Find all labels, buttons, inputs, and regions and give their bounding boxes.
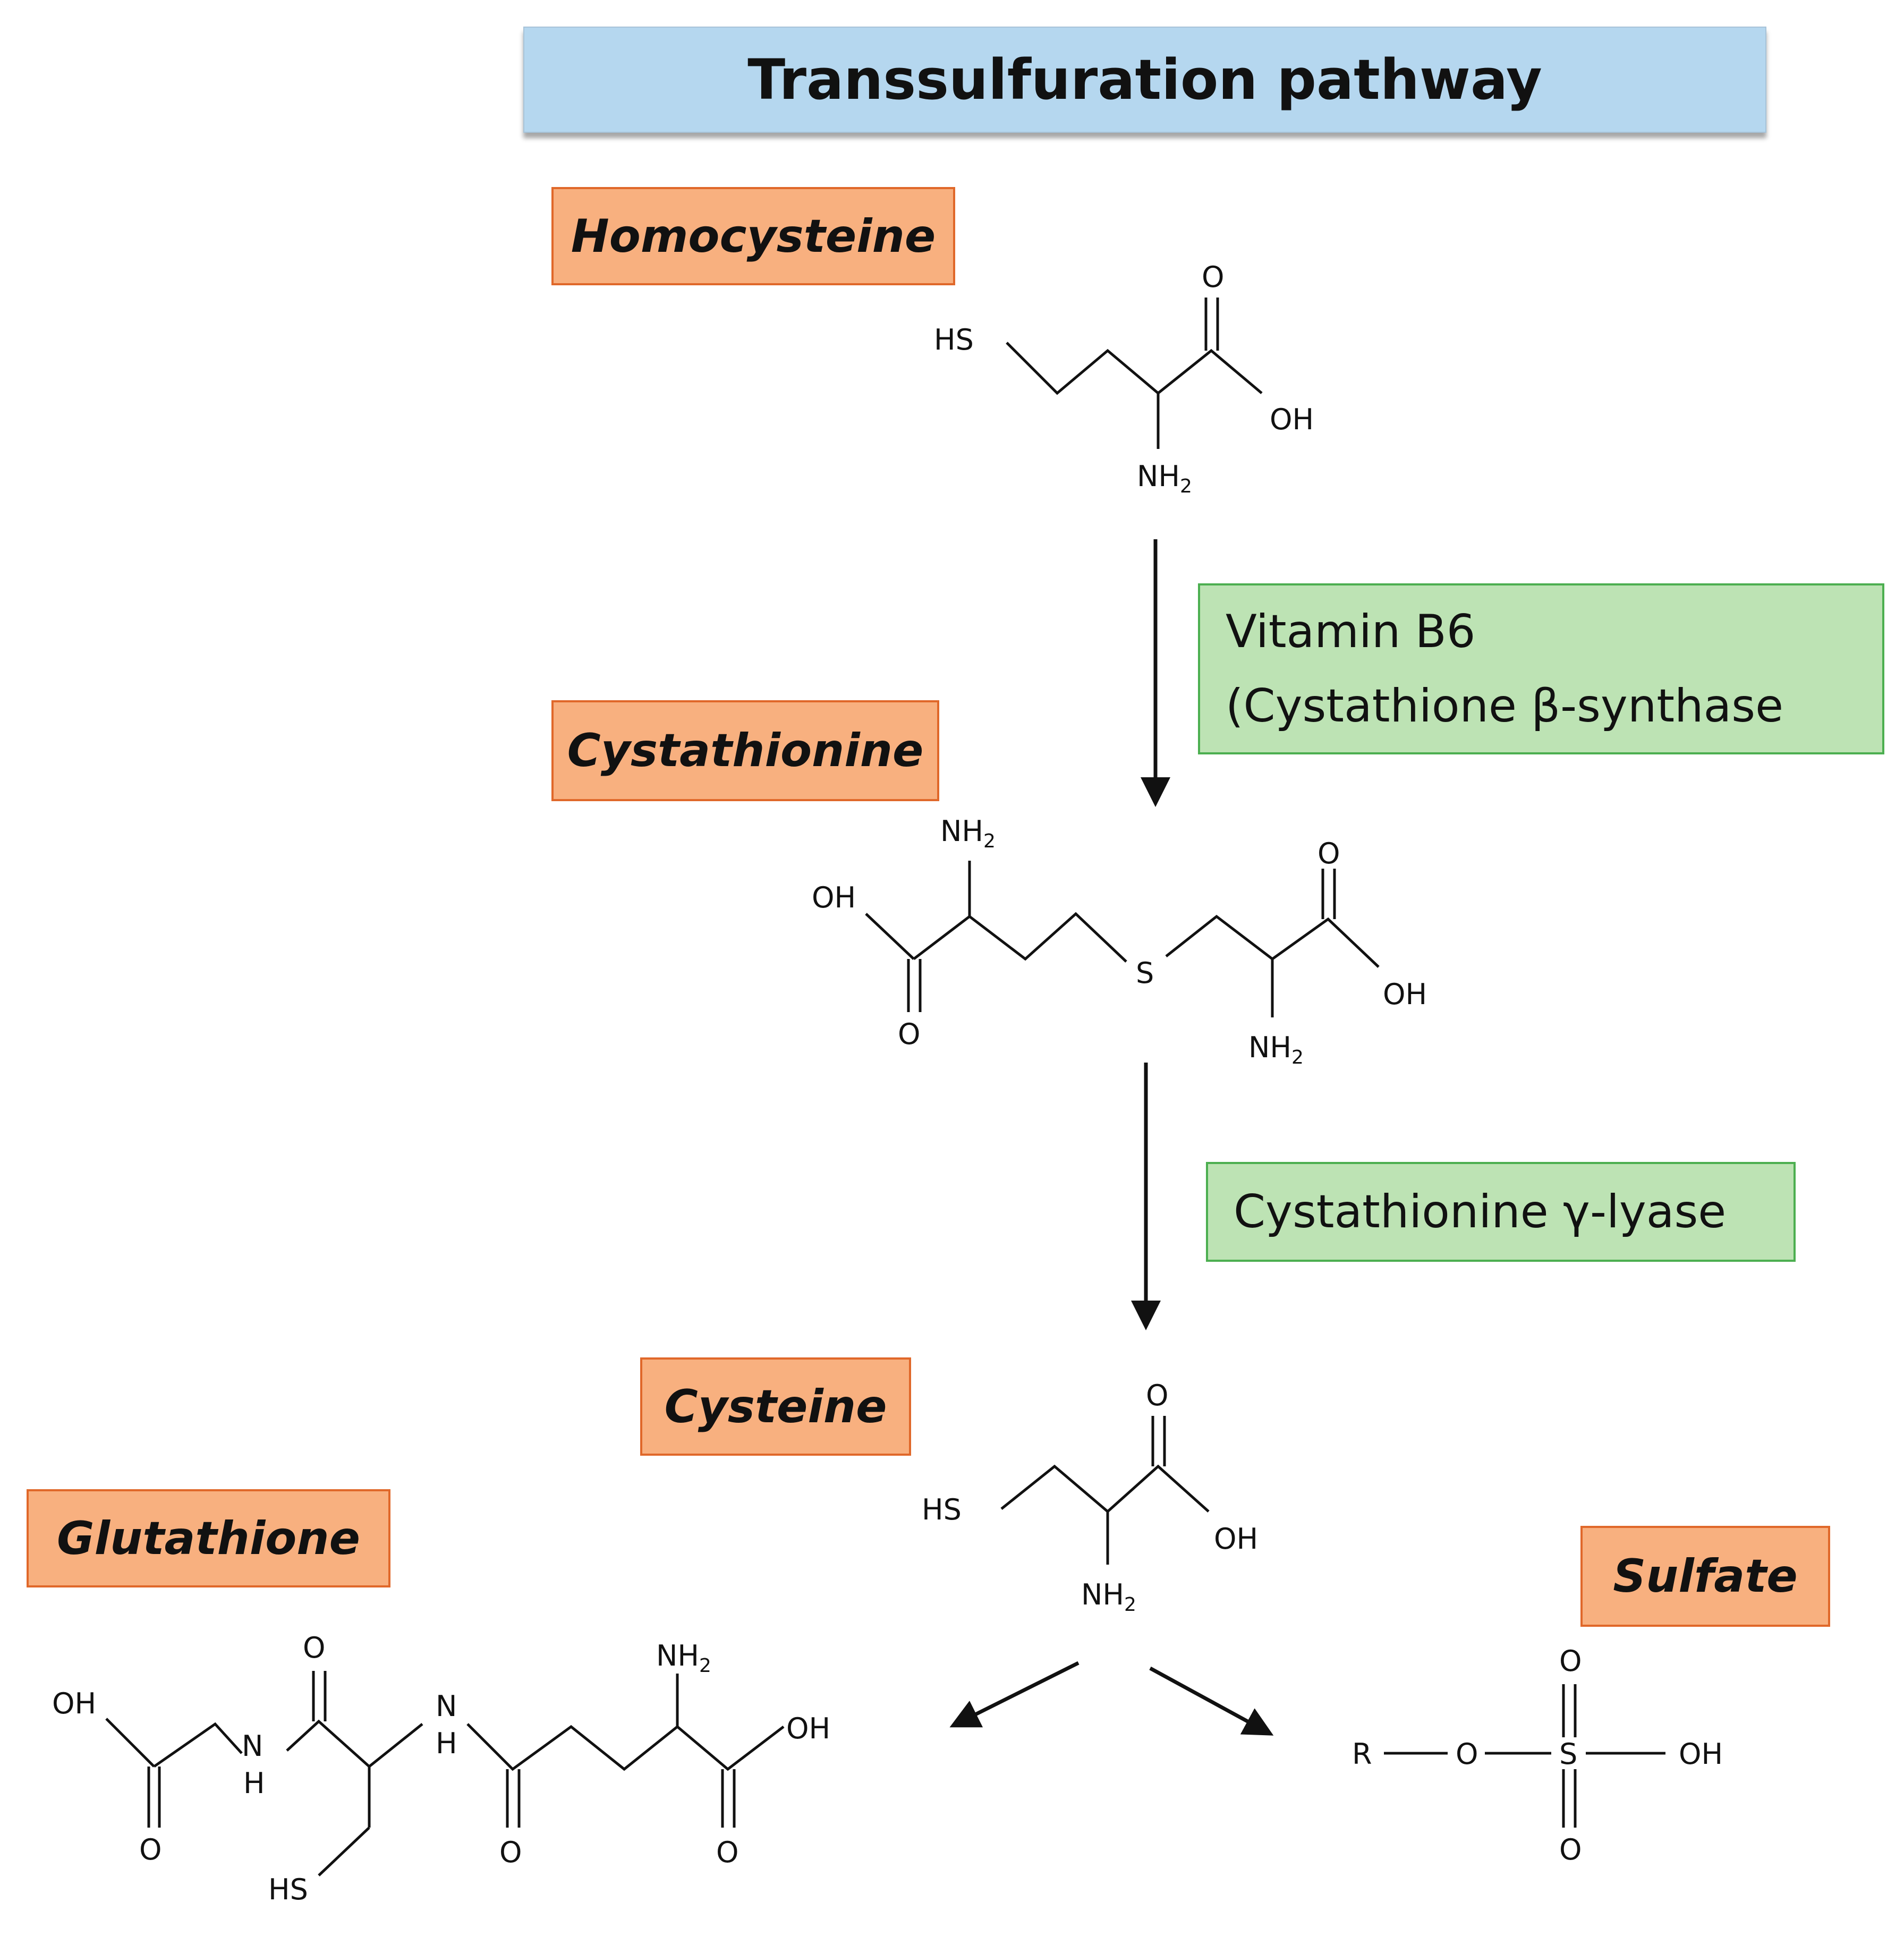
enzyme-cgl-box: Cystathionine γ-lyase (1206, 1162, 1796, 1262)
label-glutathione-text: Glutathione (57, 1512, 360, 1565)
glutathione-structure: OH O N H O HS N H O NH2 OH O (52, 1631, 830, 1906)
cysteine-structure: HS O OH NH2 (922, 1379, 1258, 1616)
label-homocysteine-text: Homocysteine (571, 209, 936, 263)
atom-oh: OH (1679, 1737, 1723, 1771)
atom-o: O (1559, 1833, 1582, 1866)
label-cysteine-text: Cysteine (664, 1380, 887, 1433)
label-sulfate: Sulfate (1580, 1526, 1830, 1627)
atom-o: O (1202, 260, 1225, 294)
title-banner: Transsulfuration pathway (523, 27, 1766, 133)
enzyme-cbs-line1: Vitamin B6 (1226, 605, 1476, 658)
label-glutathione: Glutathione (27, 1489, 390, 1587)
atom-oh: OH (812, 881, 856, 914)
page-title: Transsulfuration pathway (747, 47, 1542, 112)
homocysteine-structure: HS O OH NH2 (934, 260, 1314, 497)
enzyme-cbs-box: Vitamin B6 (Cystathione β-synthase (1198, 583, 1884, 754)
atom-h: H (436, 1727, 457, 1760)
atom-o: O (716, 1836, 739, 1869)
atom-oh: OH (1270, 403, 1314, 436)
sulfate-structure: R O S O O OH (1352, 1644, 1723, 1866)
atom-n: N (436, 1689, 457, 1723)
atom-nh2: NH2 (1248, 1031, 1304, 1068)
atom-oh: OH (1383, 978, 1427, 1011)
atom-o: O (1559, 1644, 1582, 1678)
atom-oh: OH (786, 1712, 830, 1745)
label-sulfate-text: Sulfate (1613, 1550, 1798, 1603)
arrow-cysteine-to-glutathione (949, 1661, 1080, 1728)
atom-o: O (1146, 1379, 1169, 1412)
atom-hs: HS (922, 1493, 962, 1526)
atom-s: S (1136, 956, 1154, 990)
cystathionine-structure: NH2 OH O S O OH NH2 (812, 814, 1427, 1068)
enzyme-cbs-line2: (Cystathione β-synthase (1226, 680, 1783, 733)
atom-o: O (499, 1836, 522, 1869)
atom-s: S (1559, 1737, 1577, 1771)
label-homocysteine: Homocysteine (551, 187, 955, 285)
atom-oh: OH (52, 1687, 96, 1720)
atom-hs: HS (934, 323, 974, 356)
atom-nh2: NH2 (1081, 1578, 1136, 1616)
atom-nh2: NH2 (1137, 460, 1192, 497)
label-cysteine: Cysteine (640, 1357, 911, 1456)
atom-o: O (303, 1631, 326, 1665)
atom-oh: OH (1214, 1522, 1258, 1556)
atom-nh2: NH2 (940, 814, 996, 852)
label-cystathionine-text: Cystathionine (567, 724, 924, 777)
atom-h: H (243, 1767, 265, 1800)
atom-n: N (242, 1729, 263, 1763)
atom-o: O (1456, 1737, 1478, 1771)
arrow-cysteine-to-sulfate (1149, 1666, 1274, 1736)
atom-o: O (139, 1833, 162, 1866)
atom-o: O (898, 1017, 921, 1051)
atom-hs: HS (268, 1873, 308, 1906)
enzyme-cgl-text: Cystathionine γ-lyase (1234, 1185, 1727, 1238)
label-cystathionine: Cystathionine (551, 700, 939, 801)
atom-o: O (1318, 837, 1340, 870)
atom-nh2: NH2 (656, 1639, 711, 1677)
atom-r: R (1352, 1737, 1372, 1771)
